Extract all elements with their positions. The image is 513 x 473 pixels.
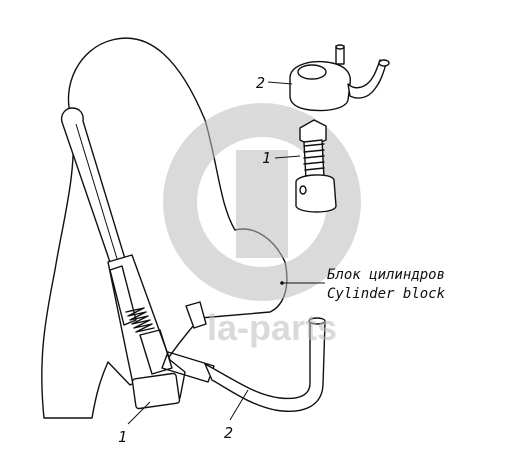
cylinder-block-section: [41, 37, 288, 419]
watermark-logo: la-parts: [163, 103, 361, 348]
banjo-fitting: [289, 44, 390, 112]
watermark-text: la-parts: [207, 307, 337, 348]
nozzle-assembly: [107, 254, 207, 410]
callout-bottom-1: 1: [118, 428, 127, 446]
oil-rod: [60, 107, 127, 269]
nozzle-spring: [125, 307, 155, 333]
callout-top-1: 1: [262, 149, 271, 167]
banjo-bolt: [295, 119, 337, 213]
callout-bottom-2: 2: [224, 424, 233, 442]
block-label-russian: Блок цилиндров: [327, 267, 445, 283]
block-label-english: Cylinder block: [327, 286, 446, 302]
bent-oil-tube: [161, 317, 326, 412]
callout-top-2: 2: [256, 74, 265, 92]
leader-lines: [127, 81, 325, 425]
